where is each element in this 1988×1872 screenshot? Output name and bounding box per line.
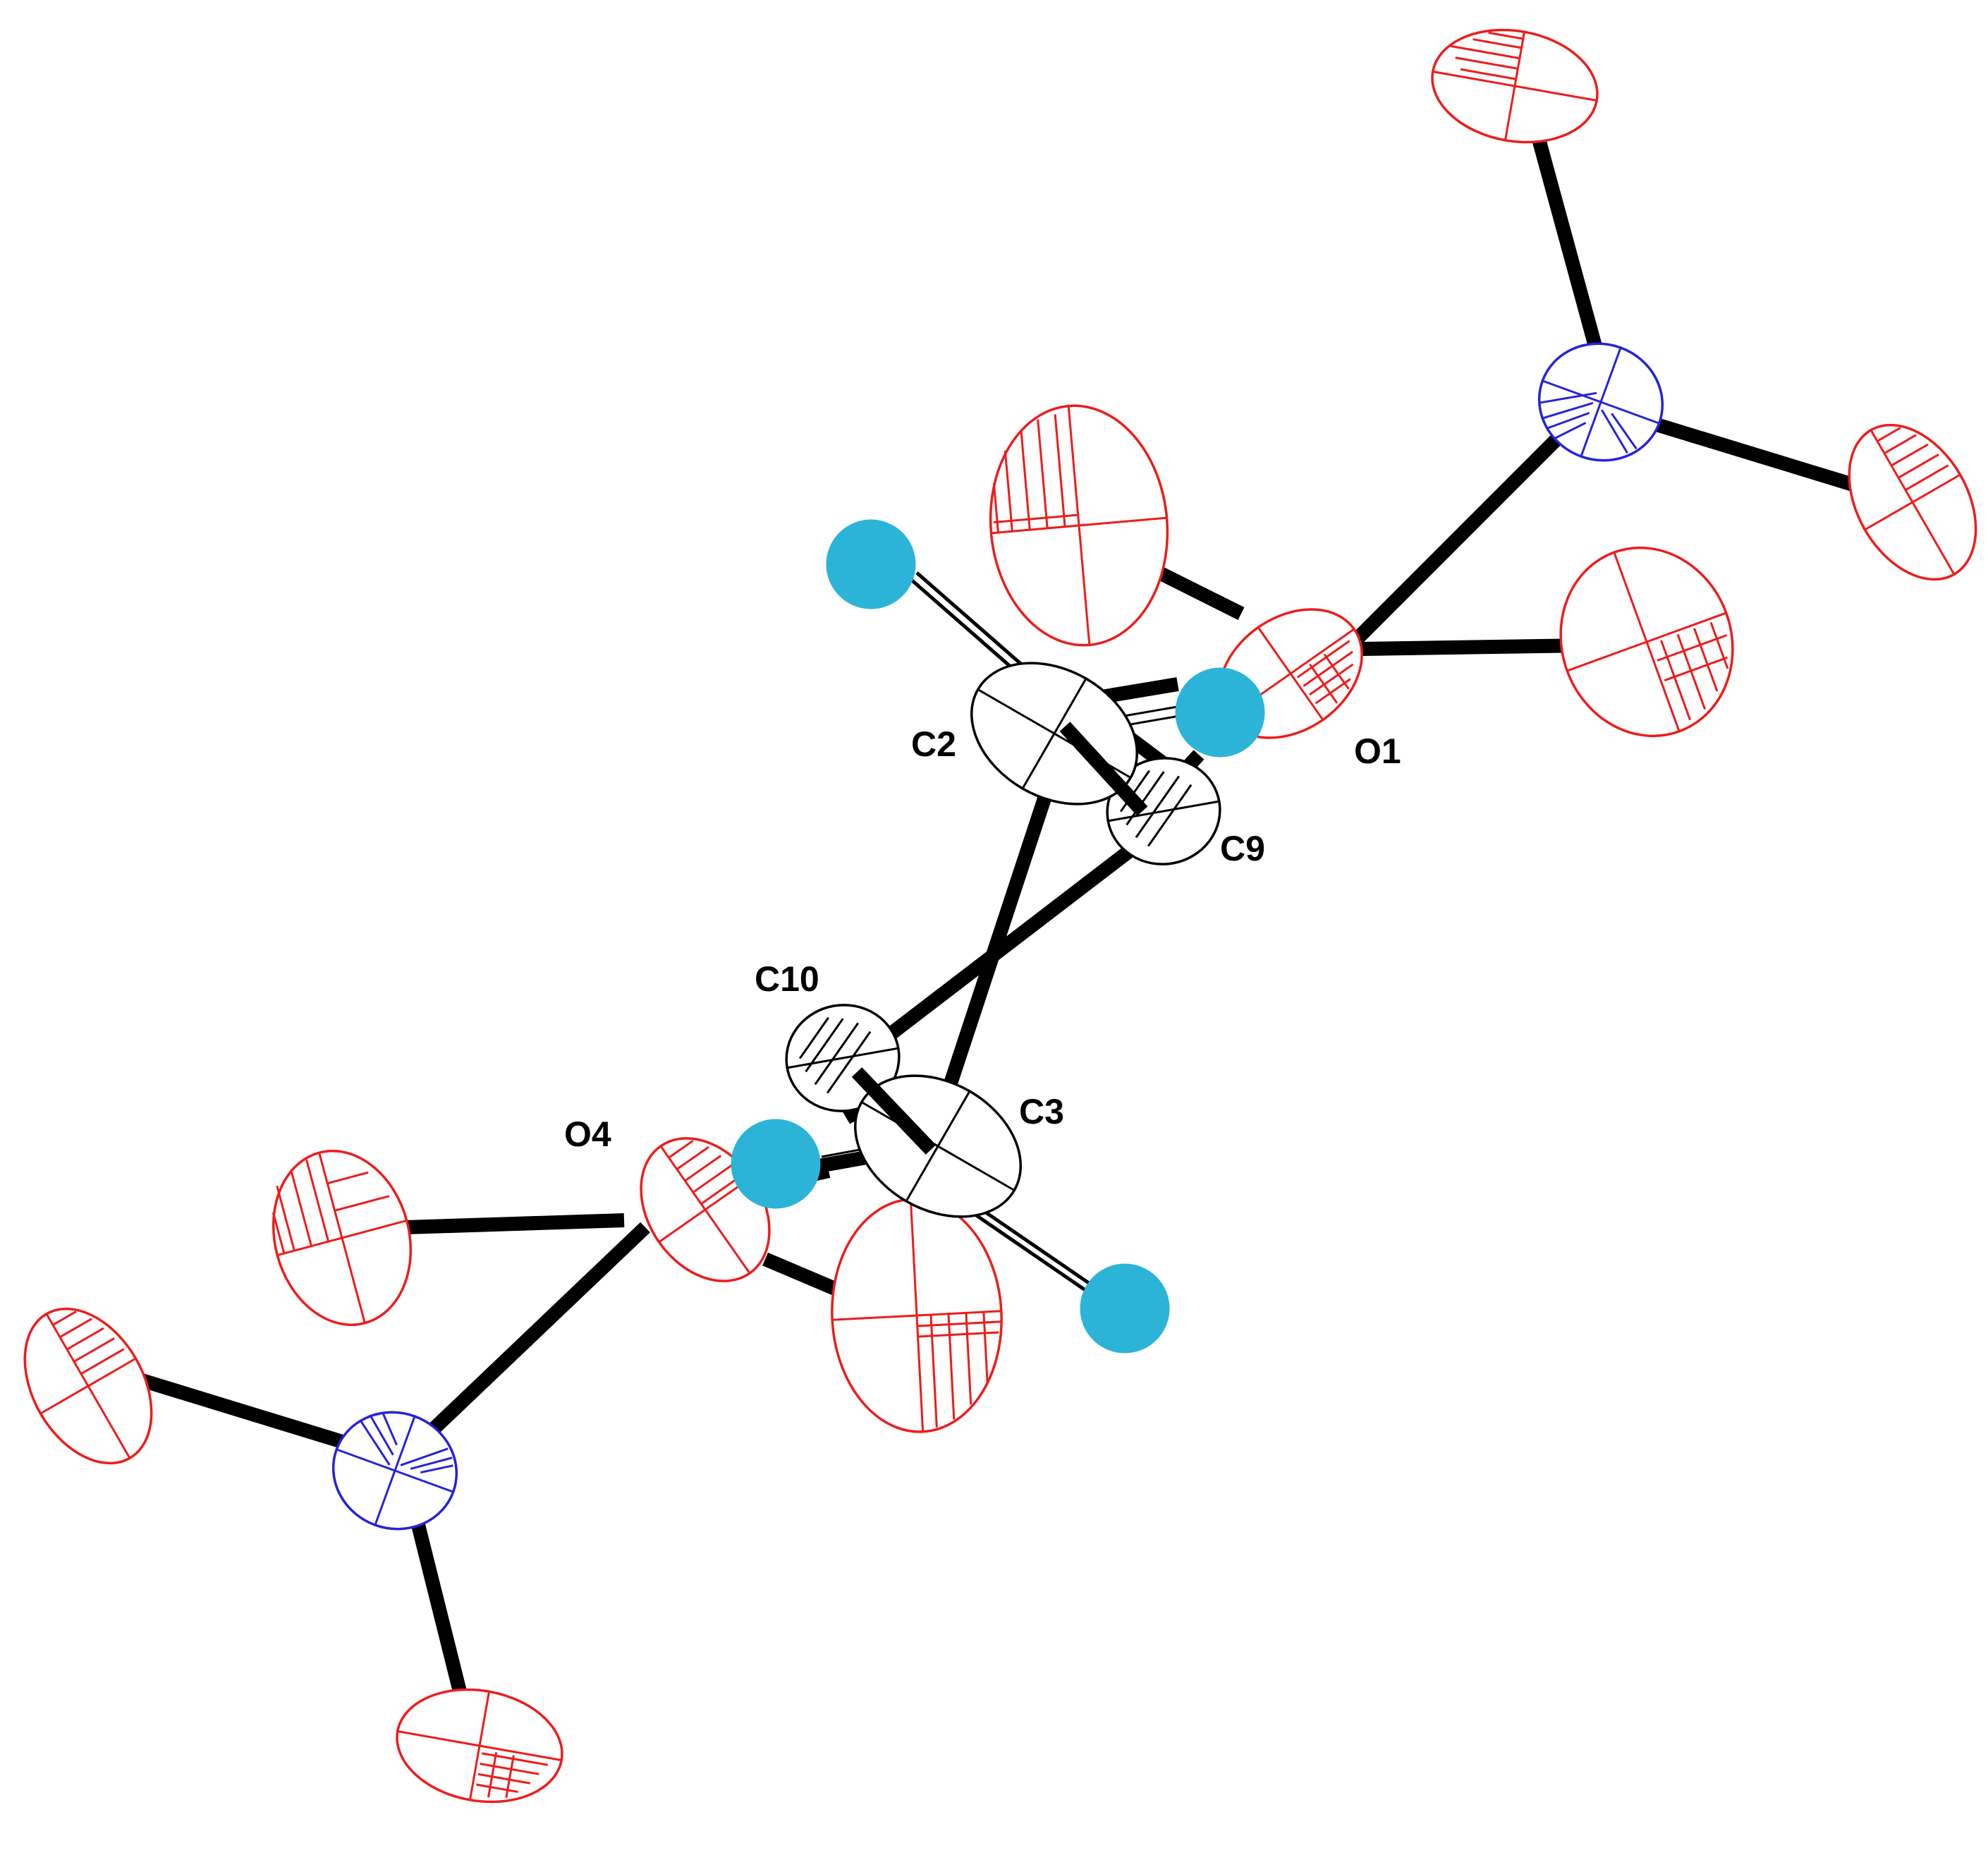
oxygen-atom-bottom (396, 1688, 563, 1804)
label-c9: C9 (1220, 829, 1265, 868)
hydrogen-atoms (731, 519, 1265, 1354)
oxygen-atom-right (1848, 423, 1977, 581)
nitrogen-atom-upper (1537, 342, 1664, 462)
hydrogen-atom-c2-outer (826, 519, 916, 609)
front-bonds (851, 722, 1148, 1155)
bond-n2-o4 (418, 1222, 650, 1445)
oxygen-atom-left (23, 1307, 153, 1465)
label-c3: C3 (1019, 1092, 1064, 1131)
label-c10: C10 (755, 959, 819, 999)
bond-c9-c10 (859, 841, 1140, 1060)
hydrogen-atom-c10 (731, 1119, 821, 1209)
oxygen-atom-large-upper (989, 404, 1169, 647)
hydrogen-atom-c3-outer (1080, 1263, 1170, 1354)
oxygen-atom-lower-right (1559, 546, 1734, 738)
bond-n2-o-left (135, 1372, 358, 1453)
oxygen-atom-large-lower (831, 1198, 1003, 1433)
carbon-atom-c9 (1106, 757, 1221, 865)
label-o4: O4 (564, 1114, 611, 1154)
label-c2: C2 (911, 724, 956, 764)
bond-o1-o-lower (1360, 638, 1587, 656)
oxygen-atom-top (1431, 28, 1599, 144)
bond-c2-c9-front (1059, 722, 1148, 816)
oxygen-atom-lower-left (272, 1150, 413, 1326)
oxygen-atoms (23, 28, 1977, 1804)
nitrogen-atoms (331, 342, 1664, 1531)
bond-c2-h-outer (908, 577, 1024, 679)
label-o1: O1 (1354, 731, 1401, 771)
bond-n1-o-right (1627, 409, 1885, 501)
hydrogen-atom-c9 (1175, 667, 1265, 758)
bond-o4-o-upper (405, 1213, 625, 1234)
bond-c3-h-outer-2 (970, 1210, 1096, 1299)
bond-c2-h-outer-2 (915, 571, 1031, 673)
bond-n1-o1 (1334, 418, 1578, 662)
hydrogen-fills (829, 522, 913, 607)
bond-c3-h-outer (975, 1204, 1102, 1293)
bond-c3-c10-front (851, 1067, 937, 1155)
bond-n1-o-top (1530, 132, 1608, 369)
atom-labels: C2 O1 C9 C10 C3 O4 (564, 724, 1401, 1154)
nitrogen-atom-lower (331, 1411, 458, 1531)
